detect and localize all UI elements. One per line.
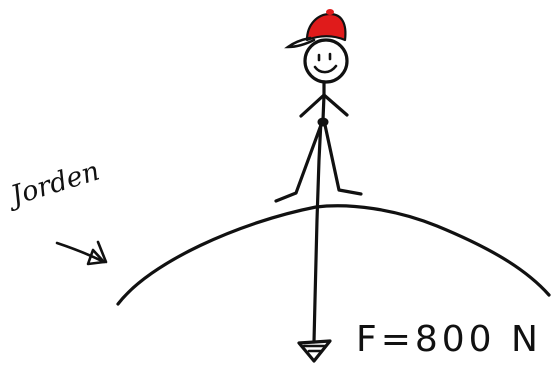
red-cap-icon [284, 9, 347, 49]
earth-surface [116, 204, 551, 306]
force-arrow-shaft [312, 118, 323, 344]
earth-pointer-arrow-icon [55, 240, 108, 266]
arrow-down-icon [297, 339, 332, 363]
force-label: F=800 N [356, 319, 542, 360]
stick-figure-icon [274, 38, 363, 203]
